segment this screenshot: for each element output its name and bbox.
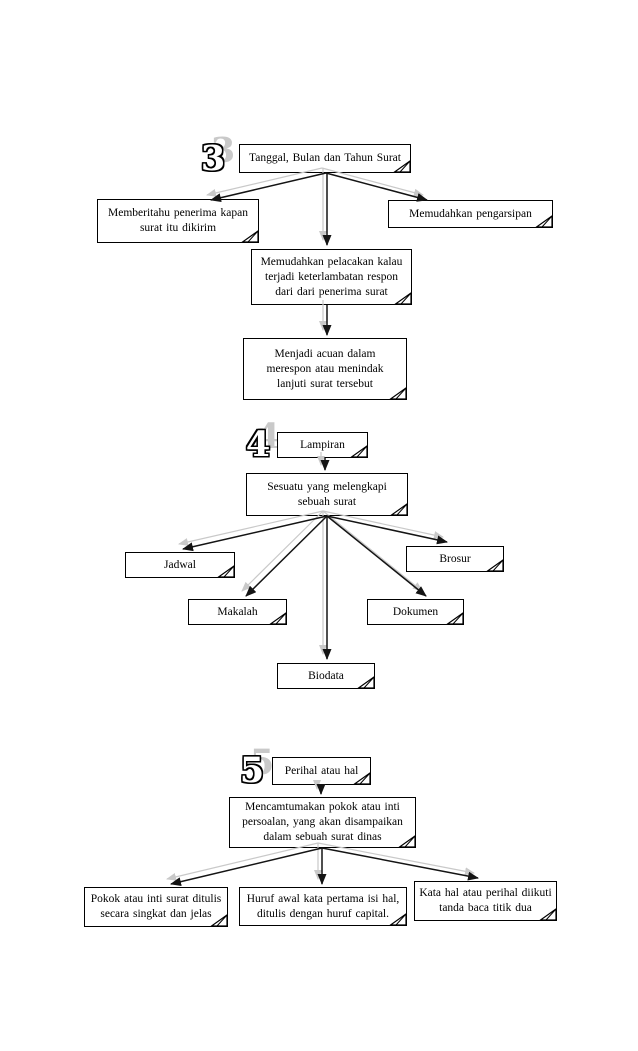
node-label: Brosur <box>439 552 471 565</box>
node-label: Jadwal <box>164 558 196 571</box>
folded-corner-icon <box>397 835 416 848</box>
node-label: Biodata <box>308 669 344 682</box>
node-tanggal-bulan-tahun-surat: Tanggal, Bulan dan Tahun Surat <box>231 137 411 173</box>
folded-corner-icon <box>216 565 235 578</box>
folded-corner-icon <box>392 160 411 173</box>
folded-corner-icon <box>485 559 504 572</box>
section-number-shadow: 3 <box>210 130 236 171</box>
node-label: Tanggal, Bulan dan Tahun Surat <box>249 152 401 164</box>
node-label: Dokumen <box>392 605 439 618</box>
node-dokumen: Dokumen <box>359 592 464 625</box>
node-sesuatu-melengkapi: Sesuatu yang melengkapi sebuah surat <box>238 466 408 516</box>
node-mencantumkan-pokok: Mencamtumakan pokok atau inti persoalan,… <box>221 790 416 848</box>
node-jadwal: Jadwal <box>117 545 235 578</box>
folded-corner-icon <box>445 612 464 625</box>
folded-corner-icon <box>352 772 371 785</box>
section-number-text: 4 <box>245 424 271 465</box>
node-lampiran: Lampiran <box>269 425 368 458</box>
node-memudahkan-pelacakan: Memudahkan pelacakan kalau terjadi keter… <box>243 242 412 305</box>
folded-corner-icon <box>356 676 375 689</box>
section-number-5: 5 5 <box>232 742 274 796</box>
folded-corner-icon <box>388 913 407 926</box>
node-menjadi-acuan: Menjadi acuan dalam merespon atau menind… <box>235 331 407 400</box>
section-number-4: 4 4 <box>238 416 280 470</box>
node-makalah: Makalah <box>180 592 287 625</box>
section-number-text: 5 <box>239 750 265 791</box>
node-memberitahu-penerima: Memberitahu penerima kapan surat itu dik… <box>89 192 259 243</box>
folded-corner-icon <box>268 612 287 625</box>
node-label: Pokok atau inti surat ditulis secara sin… <box>90 893 222 920</box>
node-biodata: Biodata <box>269 656 375 689</box>
folded-corner-icon <box>388 387 407 400</box>
folded-corner-icon <box>389 503 408 516</box>
folded-corner-icon <box>209 914 228 927</box>
node-memudahkan-pengarsipan: Memudahkan pengarsipan <box>380 193 553 228</box>
section-number-shadow: 5 <box>249 742 275 783</box>
folded-corner-icon <box>534 215 553 228</box>
node-label: Memudahkan pengarsipan <box>409 207 532 220</box>
section-number-text: 3 <box>200 138 226 179</box>
node-pokok-inti-surat: Pokok atau inti surat ditulis secara sin… <box>76 880 228 927</box>
node-label: Menjadi acuan dalam merespon atau menind… <box>266 347 384 390</box>
node-label: Kata hal atau perihal diikuti tanda baca… <box>419 887 552 914</box>
node-label: Memberitahu penerima kapan surat itu dik… <box>108 207 248 234</box>
node-label: Makalah <box>217 605 258 618</box>
node-label: Huruf awal kata pertama isi hal, ditulis… <box>246 892 400 920</box>
folded-corner-icon <box>393 292 412 305</box>
node-label: Memudahkan pelacakan kalau terjadi keter… <box>260 255 403 298</box>
node-label: Perihal atau hal <box>284 764 359 777</box>
folded-corner-icon <box>349 445 368 458</box>
node-label: Lampiran <box>300 438 345 451</box>
folded-corner-icon <box>538 908 557 921</box>
node-kata-hal: Kata hal atau perihal diikuti tanda baca… <box>406 874 557 921</box>
node-huruf-awal: Huruf awal kata pertama isi hal, ditulis… <box>231 880 407 926</box>
folded-corner-icon <box>240 230 259 243</box>
node-brosur: Brosur <box>398 539 504 572</box>
section-number-3: 3 3 <box>193 130 235 184</box>
node-label: Mencamtumakan pokok atau inti persoalan,… <box>242 801 403 843</box>
node-label: Sesuatu yang melengkapi sebuah surat <box>267 480 387 508</box>
node-perihal: Perihal atau hal <box>264 750 371 785</box>
